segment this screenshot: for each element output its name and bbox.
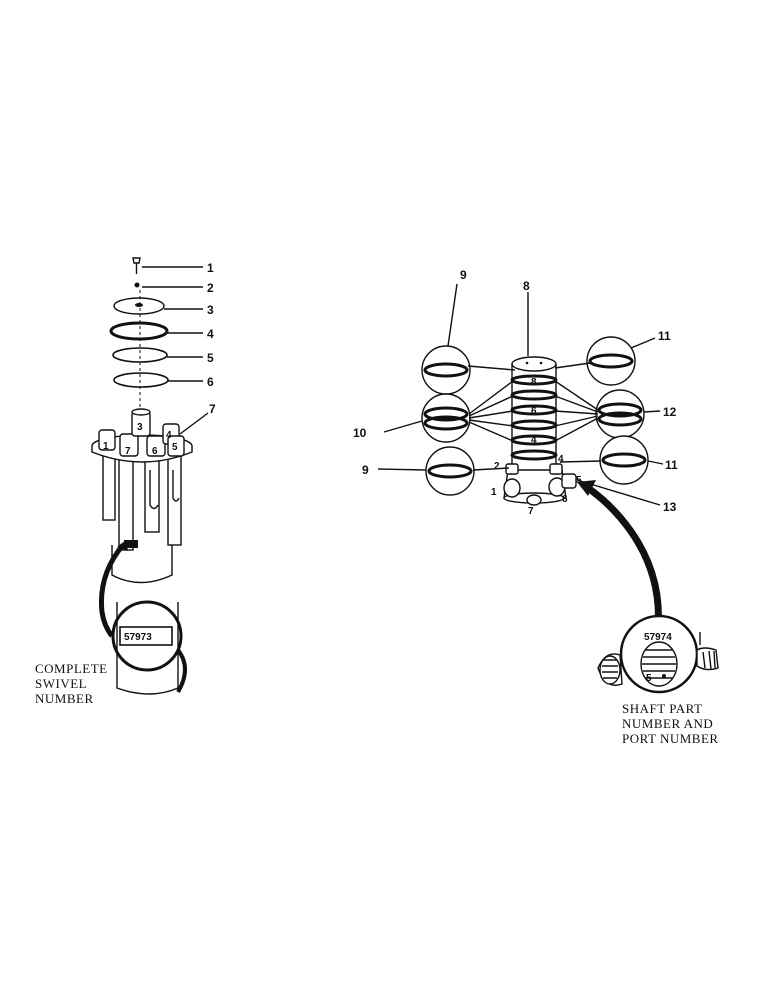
right-swivel-assembly: 9 8 11 10 12 9 11 13 8 6 4 2 4 1 5 7 6 — [353, 268, 719, 746]
left-port-number: 1 — [103, 441, 109, 452]
callout-number: 4 — [207, 327, 214, 341]
left-port-number: 4 — [166, 430, 172, 441]
right-port-number: 1 — [491, 487, 497, 498]
left-port-number: 7 — [125, 446, 131, 457]
seal-ring-part — [113, 372, 169, 388]
right-port-number: 4 — [558, 454, 564, 465]
left-caption-line: NUMBER — [35, 691, 94, 706]
swivel-body-part — [91, 290, 193, 584]
ring-detail-bubble — [421, 393, 471, 443]
left-caption-line: SWIVEL — [35, 676, 87, 691]
callout-number: 9 — [460, 268, 467, 282]
callout-number: 9 — [362, 463, 369, 477]
small-washer-part — [134, 282, 140, 288]
callout-number: 5 — [207, 351, 214, 365]
shaft-stack-number: 8 — [531, 377, 537, 388]
ring-detail-bubble — [425, 446, 475, 496]
swivel-shaft-part — [503, 356, 577, 506]
callout-number: 11 — [658, 329, 671, 343]
callout-number: 12 — [663, 405, 677, 419]
callout-number: 6 — [207, 375, 214, 389]
screw-part — [132, 257, 141, 274]
swivel-stamp-number: 57973 — [124, 632, 152, 643]
right-port-number: 2 — [494, 461, 500, 472]
shaft-stack-number: 4 — [531, 435, 537, 446]
o-ring-part — [109, 321, 169, 341]
callout-number: 8 — [523, 279, 530, 293]
ring-detail-bubble — [586, 336, 636, 386]
left-port-number: 3 — [137, 422, 143, 433]
callout-number: 1 — [207, 261, 214, 275]
left-swivel-assembly: 3 4 1 7 6 5 1 2 3 4 5 6 7 57973 COMPLETE… — [35, 257, 216, 706]
callout-number: 3 — [207, 303, 214, 317]
detail-port-number: 5 — [646, 673, 652, 684]
left-port-number: 5 — [172, 442, 178, 453]
right-port-number: 6 — [562, 494, 568, 505]
callout-number: 10 — [353, 426, 367, 440]
cover-plate-part — [113, 297, 165, 315]
ring-detail-bubble — [595, 389, 645, 439]
callout-number: 7 — [209, 402, 216, 416]
swivel-number-detail — [111, 600, 187, 695]
shaft-stamp-number: 57974 — [644, 632, 672, 643]
callout-number: 2 — [207, 281, 214, 295]
left-port-number: 6 — [152, 446, 158, 457]
right-caption-line: NUMBER AND — [622, 716, 713, 731]
ring-detail-bubble — [421, 345, 471, 395]
right-caption-line: SHAFT PART — [622, 701, 702, 716]
shaft-stack-number: 6 — [531, 406, 537, 417]
right-port-number: 7 — [528, 506, 534, 517]
ring-detail-bubble — [599, 435, 649, 485]
shaft-number-detail — [597, 614, 719, 694]
right-caption-line: PORT NUMBER — [622, 731, 719, 746]
callout-number: 11 — [665, 458, 678, 472]
left-caption-line: COMPLETE — [35, 661, 108, 676]
callout-number: 13 — [663, 500, 677, 514]
right-port-number: 5 — [576, 475, 582, 486]
